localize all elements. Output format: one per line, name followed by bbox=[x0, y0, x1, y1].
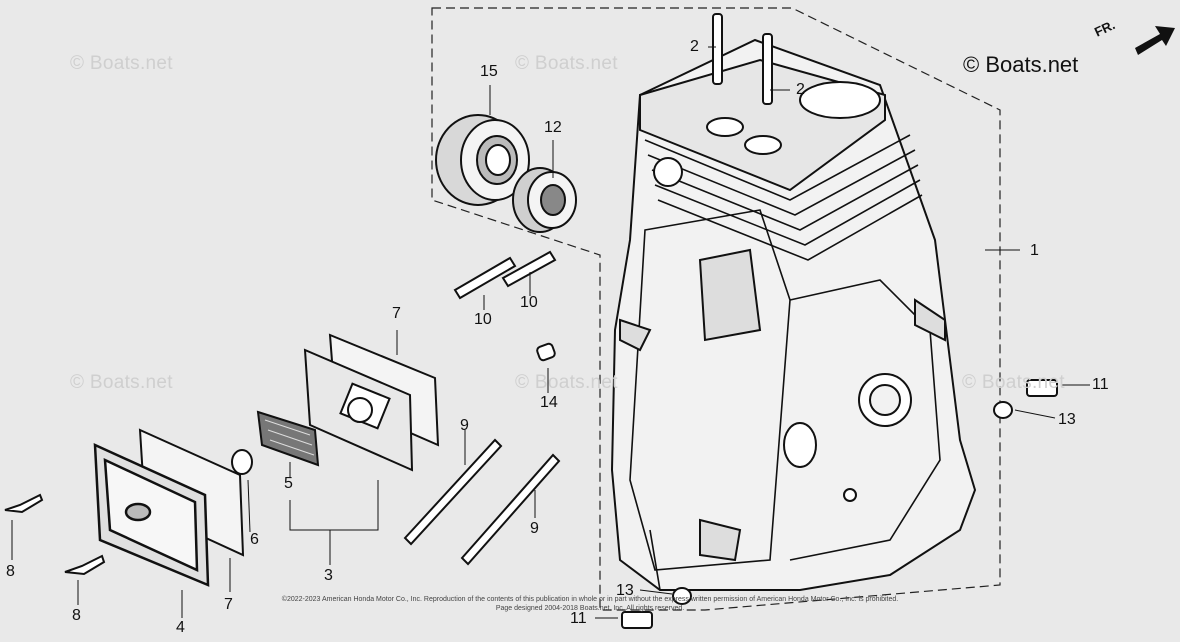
collar bbox=[231, 449, 253, 475]
copyright-notice: ©2022-2023 American Honda Motor Co., Inc… bbox=[170, 595, 1010, 613]
flange-bolts-8 bbox=[4, 493, 106, 576]
air-filter-element bbox=[256, 410, 320, 467]
callout-7[interactable]: 7 bbox=[224, 596, 233, 613]
assembly-boundary bbox=[431, 7, 1001, 611]
callout-8[interactable]: 8 bbox=[6, 563, 15, 580]
callout-5[interactable]: 5 bbox=[284, 475, 293, 492]
callout-15[interactable]: 15 bbox=[480, 63, 498, 80]
callout-13[interactable]: 13 bbox=[1058, 411, 1076, 428]
callout-11[interactable]: 11 bbox=[570, 610, 587, 627]
callout-10[interactable]: 10 bbox=[520, 294, 538, 311]
flange-bolts-11 bbox=[621, 379, 1058, 629]
callout-13[interactable]: 13 bbox=[616, 582, 634, 599]
callout-9[interactable]: 9 bbox=[460, 417, 469, 434]
callout-2[interactable]: 2 bbox=[690, 38, 699, 55]
ball-bearing bbox=[435, 114, 530, 206]
watermark: © Boats.net bbox=[70, 372, 173, 393]
watermark: © Boats.net bbox=[515, 53, 618, 74]
callout-7[interactable]: 7 bbox=[392, 305, 401, 322]
watermark: © Boats.net bbox=[962, 372, 1065, 393]
direction-arrow bbox=[1135, 26, 1175, 55]
cylinder-block bbox=[610, 38, 977, 591]
copyright-line-2: Page designed 2004-2018 Boats.net, Inc. … bbox=[495, 605, 685, 612]
washers-13 bbox=[672, 401, 1013, 605]
gasket-insulator-stack bbox=[303, 333, 440, 472]
stud-bolts-2 bbox=[712, 13, 773, 105]
callout-10[interactable]: 10 bbox=[474, 311, 492, 328]
copyright-line-1: ©2022-2023 American Honda Motor Co., Inc… bbox=[281, 596, 899, 603]
brand-label: © Boats.net bbox=[963, 52, 1079, 77]
stud-bolts-10 bbox=[453, 250, 557, 300]
callout-14[interactable]: 14 bbox=[540, 394, 558, 411]
callout-11[interactable]: 11 bbox=[1092, 376, 1109, 393]
callout-3[interactable]: 3 bbox=[324, 567, 333, 584]
oil-seal bbox=[512, 167, 577, 233]
callout-2[interactable]: 2 bbox=[796, 81, 805, 98]
dowel-pin bbox=[536, 342, 556, 362]
callout-1[interactable]: 1 bbox=[1030, 242, 1039, 259]
watermark: © Boats.net bbox=[70, 53, 173, 74]
leader-lines bbox=[11, 46, 1090, 619]
callout-6[interactable]: 6 bbox=[250, 531, 259, 548]
air-cleaner-case bbox=[93, 443, 210, 587]
callout-12[interactable]: 12 bbox=[544, 119, 562, 136]
callout-4[interactable]: 4 bbox=[176, 619, 185, 636]
callout-9[interactable]: 9 bbox=[530, 520, 539, 537]
stud-bolts-9 bbox=[403, 438, 561, 566]
watermark: © Boats.net bbox=[515, 372, 618, 393]
callout-8[interactable]: 8 bbox=[72, 607, 81, 624]
